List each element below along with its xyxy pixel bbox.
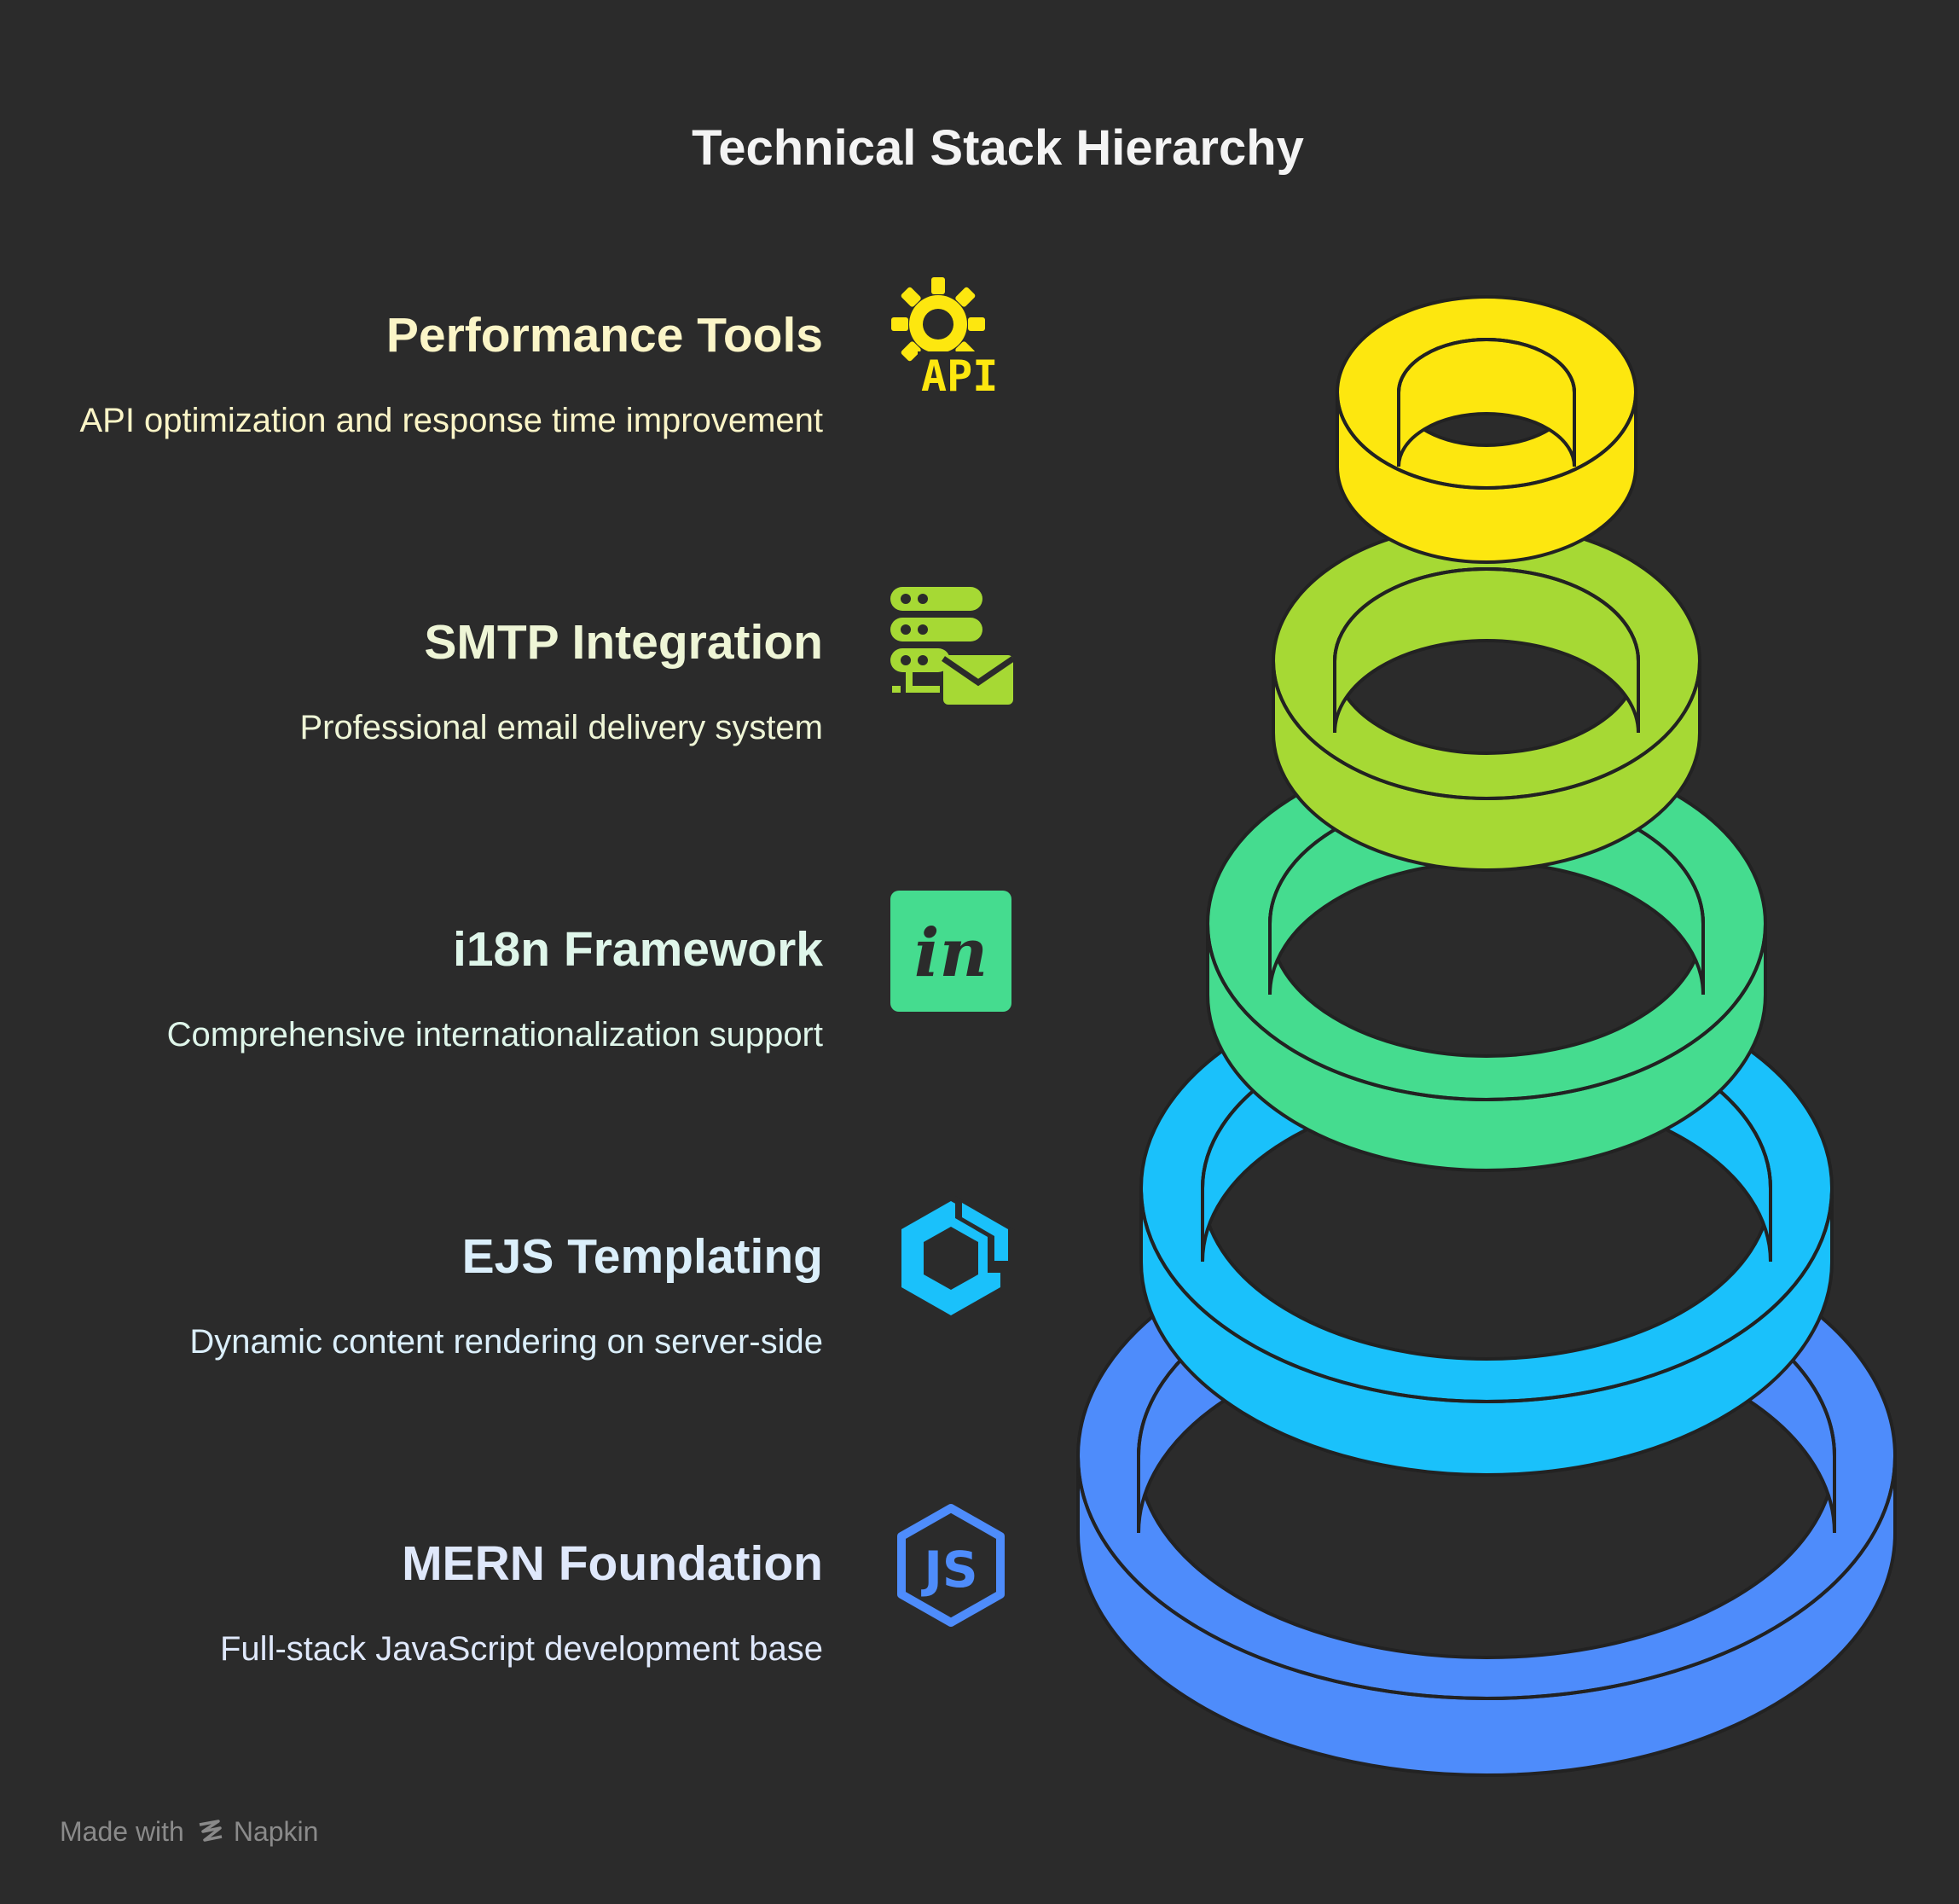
item-description: Dynamic content rendering on server-side	[189, 1323, 823, 1361]
item-description: Full-stack JavaScript development base	[220, 1630, 823, 1668]
stack-item-ejs-templating: EJS Templating Dynamic content rendering…	[34, 1227, 823, 1365]
watermark-brand: Napkin	[233, 1816, 319, 1847]
item-description: Comprehensive internationalization suppo…	[166, 1016, 823, 1054]
page-title: Technical Stack Hierarchy	[692, 120, 1304, 176]
ring-performance-tools	[1336, 295, 1637, 564]
watermark-prefix: Made with	[60, 1816, 184, 1847]
napkin-watermark[interactable]: Made with Napkin	[60, 1816, 318, 1848]
item-description: API optimization and response time impro…	[79, 402, 823, 439]
napkin-logo-icon	[196, 1818, 225, 1847]
svg-text:in: in	[914, 914, 988, 992]
stack-item-i18n-framework: i18n Framework Comprehensive internation…	[34, 920, 823, 1058]
item-title: i18n Framework	[452, 922, 823, 977]
item-title: EJS Templating	[461, 1229, 823, 1284]
svg-text:API: API	[921, 351, 998, 401]
ring-smtp-integration	[1272, 522, 1701, 872]
api-gear-icon: API	[887, 273, 1015, 401]
hexagon-logo-icon	[887, 1194, 1015, 1322]
stack-item-performance-tools: Performance Tools API optimization and r…	[34, 305, 823, 444]
item-title: MERN Foundation	[402, 1536, 823, 1591]
item-title: SMTP Integration	[424, 615, 823, 670]
nodejs-icon: JS	[887, 1501, 1015, 1629]
stack-item-smtp-integration: SMTP Integration Professional email deli…	[34, 612, 823, 751]
stack-item-mern-foundation: MERN Foundation Full-stack JavaScript de…	[34, 1534, 823, 1672]
invision-logo-icon: in	[887, 887, 1015, 1015]
email-server-icon	[887, 580, 1015, 708]
item-description: Professional email delivery system	[299, 709, 823, 746]
svg-text:JS: JS	[920, 1541, 977, 1599]
item-title: Performance Tools	[385, 308, 823, 363]
